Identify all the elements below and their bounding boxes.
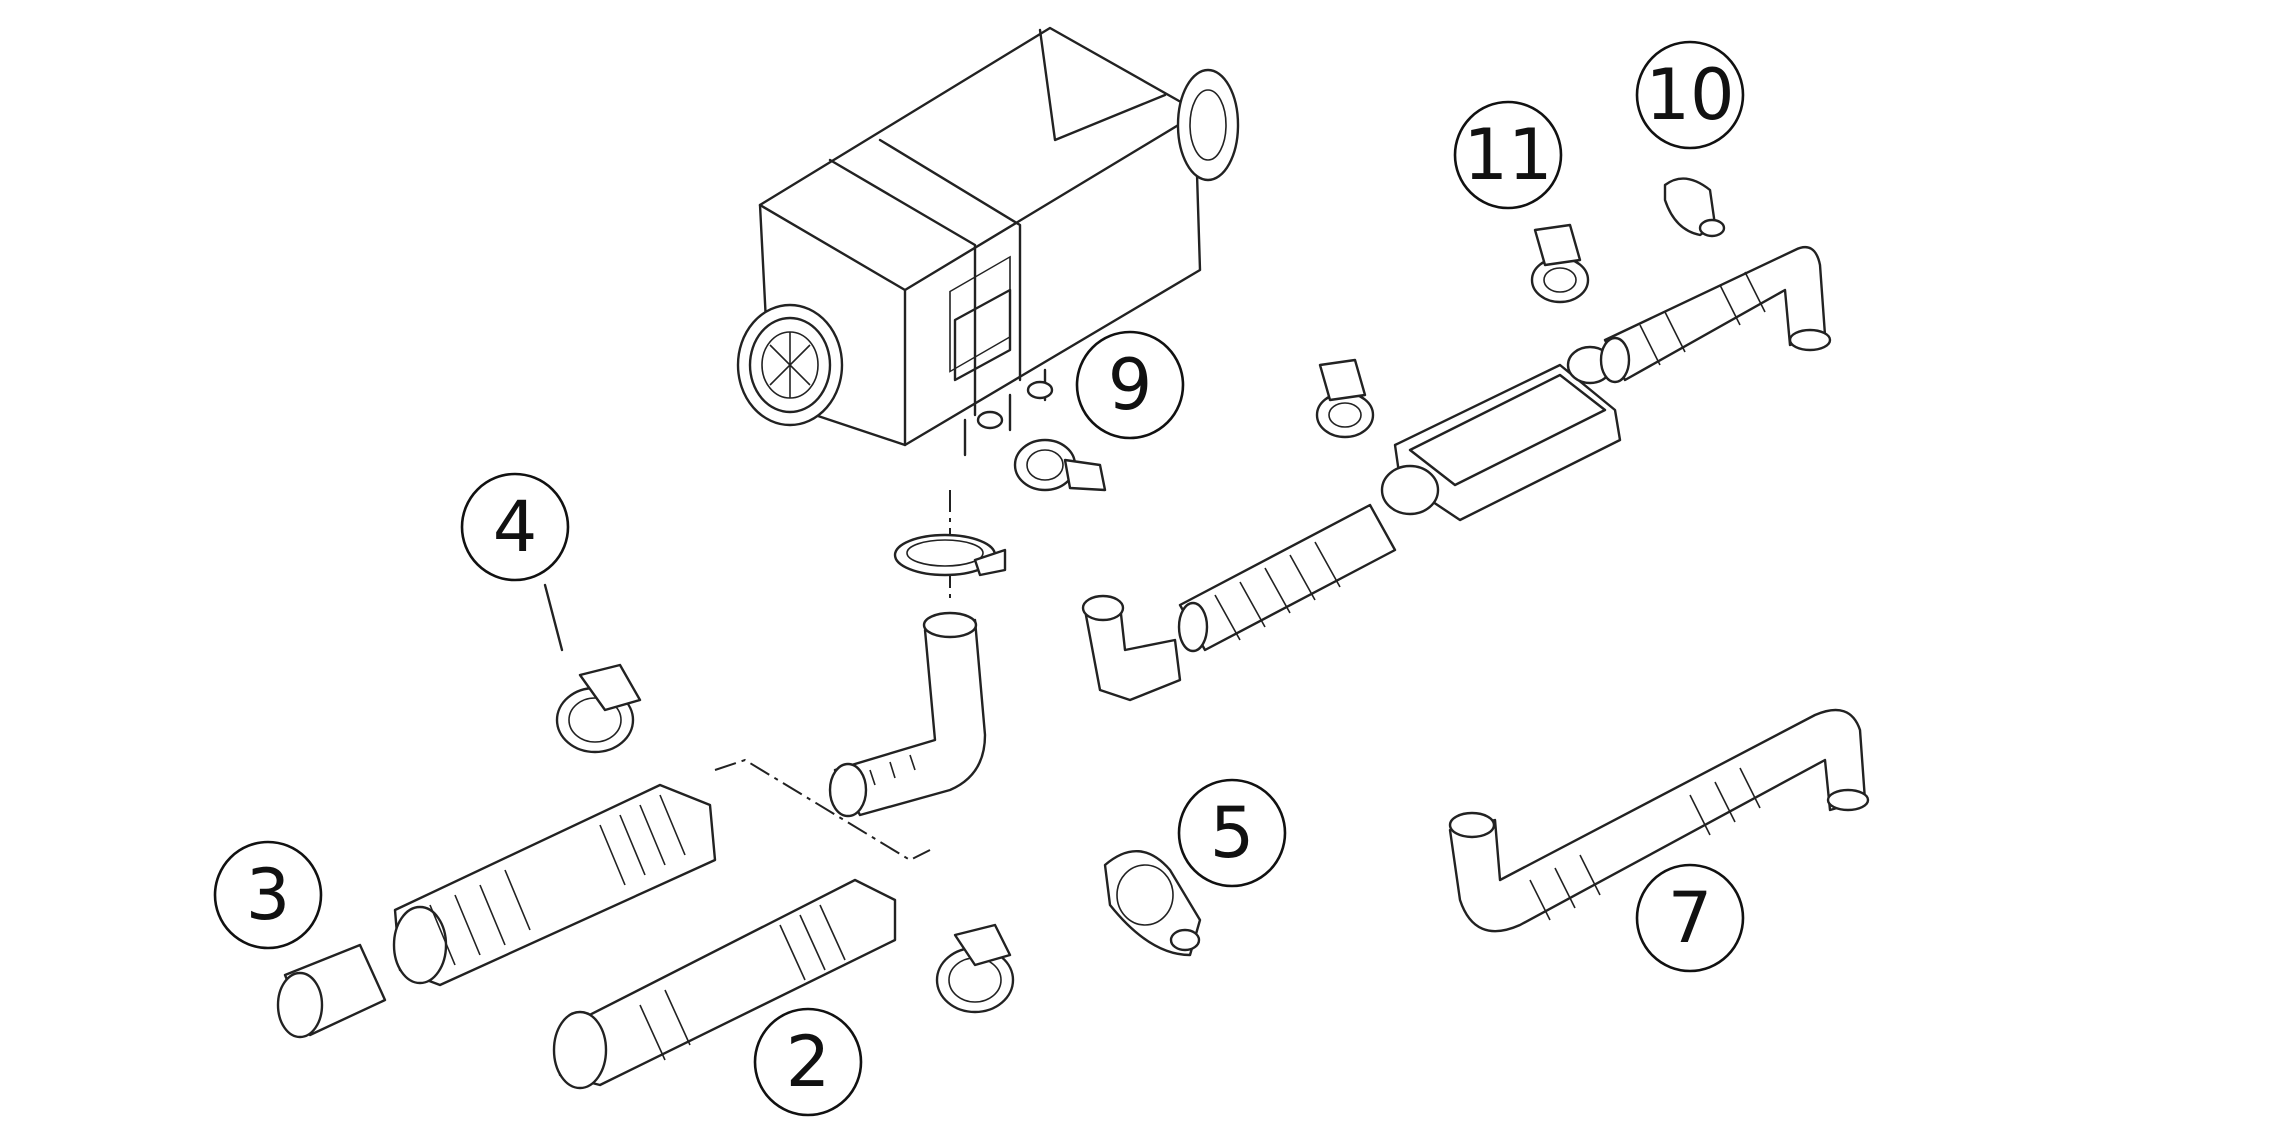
callout-4-label: 4 [493, 486, 538, 568]
exhaust-elbow [1081, 594, 1182, 702]
clamp-silencer [1315, 358, 1375, 439]
callout-9-label: 9 [1108, 344, 1153, 426]
callout-4: 4 [460, 472, 570, 582]
clamp-11 [1530, 223, 1590, 304]
callout-5-label: 5 [1210, 792, 1255, 874]
callout-2-label: 2 [786, 1021, 831, 1103]
callout-5: 5 [1177, 778, 1287, 888]
callout-7-label: 7 [1668, 877, 1713, 959]
exhaust-tail-pipe-7 [1448, 708, 1870, 933]
exhaust-tail-pipe-upper [1599, 245, 1832, 384]
pipe-adapter [828, 611, 987, 818]
flexible-hose-2 [552, 878, 897, 1090]
mounting-clip-10 [1663, 177, 1726, 238]
callout-3: 3 [213, 840, 323, 950]
hose-clamp-4 [543, 583, 642, 754]
heater-unit [736, 26, 1240, 457]
flexible-hose-3 [392, 783, 717, 987]
callout-11: 11 [1453, 100, 1563, 210]
callout-7: 7 [1635, 863, 1745, 973]
exhaust-silencer [1380, 345, 1622, 522]
callout-3-label: 3 [246, 854, 291, 936]
pipe-clip-5 [1103, 850, 1202, 957]
callout-10: 10 [1635, 40, 1745, 150]
callout-11-label: 11 [1463, 114, 1552, 196]
assembly-lines [714, 758, 931, 862]
clamp-9 [1013, 438, 1107, 492]
pipe-sleeve-3 [276, 943, 387, 1039]
callout-2: 2 [753, 1007, 863, 1117]
callout-10-label: 10 [1645, 54, 1734, 136]
hose-clamp-lower [935, 923, 1015, 1014]
hose-clamp-upper [893, 490, 1007, 600]
exhaust-flex-pipe [1177, 503, 1397, 653]
callout-9: 9 [1075, 330, 1185, 440]
